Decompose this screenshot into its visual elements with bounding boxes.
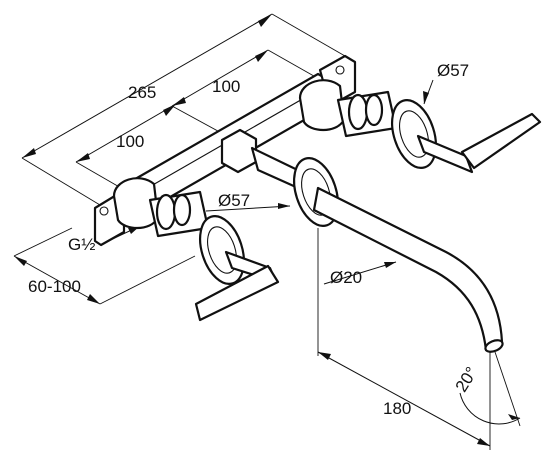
left-valve bbox=[148, 190, 280, 322]
dim-rosette-left: Ø57 bbox=[218, 191, 250, 210]
dim-thread: G½ bbox=[68, 235, 95, 254]
dim-spout-angle: 20° bbox=[452, 363, 482, 395]
right-lever-handle bbox=[460, 112, 542, 170]
dim-wall-depth: 60-100 bbox=[28, 277, 81, 296]
right-rosette bbox=[391, 99, 437, 169]
dim-spout-diameter: Ø20 bbox=[330, 268, 362, 287]
left-lever-handle bbox=[194, 264, 280, 322]
dim-overall-width: 265 bbox=[128, 83, 156, 102]
dim-spout-projection: 180 bbox=[383, 399, 411, 418]
right-valve bbox=[336, 90, 542, 174]
dim-center-left: 100 bbox=[116, 132, 144, 151]
concealed-body bbox=[93, 54, 357, 247]
dimension-lines bbox=[13, 13, 521, 450]
dim-center-right: 100 bbox=[212, 77, 240, 96]
dim-rosette-right: Ø57 bbox=[437, 61, 469, 80]
spout bbox=[250, 146, 504, 353]
